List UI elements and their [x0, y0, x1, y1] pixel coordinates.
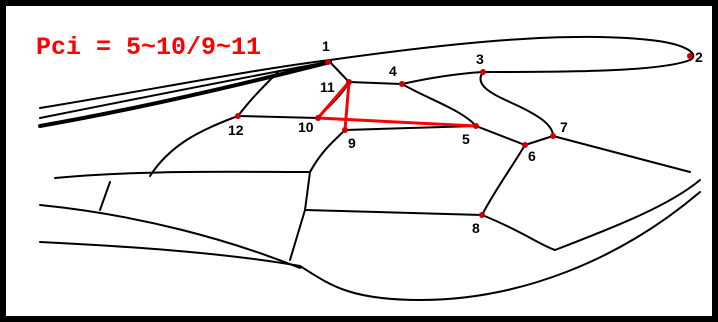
- landmark-2-label: 2: [695, 49, 703, 65]
- landmark-8-label: 8: [472, 220, 480, 236]
- landmark-10-dot: [315, 115, 321, 121]
- highlighted-segments: [316, 80, 478, 132]
- landmark-6-dot: [522, 142, 528, 148]
- segment-5-10: [316, 116, 478, 128]
- landmark-3-label: 3: [476, 51, 484, 67]
- landmark-8-dot: [479, 212, 485, 218]
- formula-title: Pci = 5~10/9~11: [36, 33, 261, 62]
- landmark-7-dot: [550, 133, 556, 139]
- landmark-2-dot: [687, 53, 693, 59]
- landmark-4-label: 4: [389, 63, 397, 79]
- landmarks: 1 2 3 4 5 6 7 8 9 10 11 12: [228, 38, 703, 236]
- landmark-11-dot: [346, 79, 352, 85]
- landmark-7-label: 7: [560, 119, 568, 135]
- landmark-9-dot: [342, 127, 348, 133]
- landmark-9-label: 9: [348, 135, 356, 151]
- landmark-12-label: 12: [228, 122, 244, 138]
- landmark-6-label: 6: [528, 148, 536, 164]
- landmark-1-label: 1: [322, 38, 330, 54]
- landmark-12-dot: [235, 113, 241, 119]
- landmark-3-dot: [480, 69, 486, 75]
- landmark-1-dot: [325, 59, 331, 65]
- landmark-5-label: 5: [462, 131, 470, 147]
- landmark-11-label: 11: [320, 79, 335, 95]
- landmark-4-dot: [399, 81, 405, 87]
- landmark-5-dot: [473, 123, 479, 129]
- segment-9-11: [343, 80, 351, 132]
- segment-10-11: [316, 80, 351, 120]
- landmark-10-label: 10: [298, 119, 314, 135]
